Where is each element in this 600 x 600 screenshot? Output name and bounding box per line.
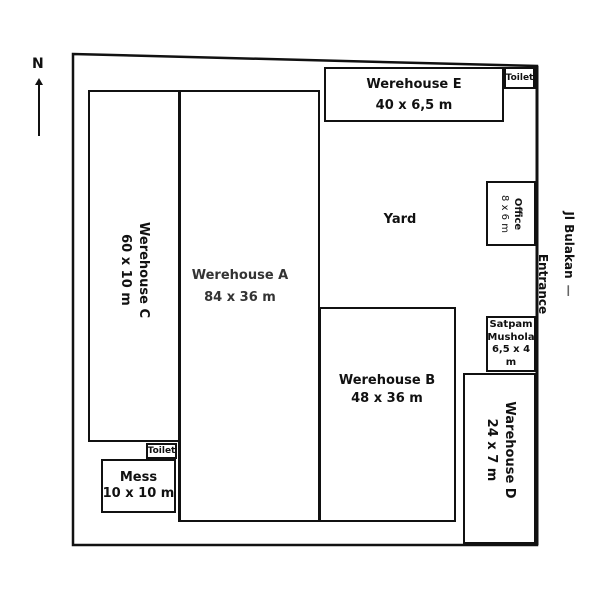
road-arrow-icon: —	[562, 284, 577, 297]
office-label: Office 8 x 6 m	[495, 181, 527, 247]
warehouse-e[interactable]	[324, 67, 504, 122]
road-label: Jl Bulakan —	[560, 209, 578, 299]
warehouse-a-size: 84 x 36 m	[204, 290, 276, 305]
mushola-name: Mushola	[487, 331, 535, 343]
entrance-label: Entrance	[536, 253, 551, 315]
warehouse-d[interactable]	[463, 373, 537, 545]
office-size: 8 x 6 m	[499, 195, 510, 233]
warehouse-c[interactable]	[88, 90, 180, 442]
warehouse-b-name: Werehouse B	[338, 373, 436, 389]
warehouse-b[interactable]	[318, 307, 456, 522]
warehouse-c-name: Werehouse C	[135, 222, 151, 318]
warehouse-c-size: 60 x 10 m	[118, 234, 133, 306]
toilet-bottom-label: Toilet	[147, 445, 176, 456]
warehouse-e-name: Werehouse E	[366, 76, 462, 92]
mess-label: Mess 10 x 10 m	[101, 461, 176, 511]
north-arrow-icon	[35, 78, 43, 136]
office[interactable]	[486, 181, 536, 246]
satpam-name: Satpam	[489, 319, 533, 330]
warehouse-e-label: Werehouse E 40 x 6,5 m	[324, 74, 504, 116]
satpam-mushola[interactable]	[486, 316, 536, 372]
warehouse-e-size: 40 x 6,5 m	[375, 97, 453, 113]
warehouse-d-name: Warehouse D	[501, 401, 517, 499]
warehouse-a[interactable]	[178, 90, 320, 522]
north-indicator: N	[28, 56, 52, 140]
mess[interactable]	[101, 459, 176, 513]
warehouse-a-label: Werehouse A 84 x 36 m	[180, 262, 300, 312]
warehouse-d-label: Warehouse D 24 x 7 m	[478, 390, 522, 510]
warehouse-d-size: 24 x 7 m	[484, 418, 499, 482]
yard-label: Yard	[383, 212, 417, 228]
warehouse-b-label: Werehouse B 48 x 36 m	[320, 370, 454, 410]
satpam-mushola-label: Satpam Mushola 6,5 x 4 m	[486, 318, 536, 370]
north-label: N	[32, 56, 44, 72]
mess-name: Mess	[119, 470, 158, 486]
warehouse-c-label: Werehouse C 60 x 10 m	[114, 180, 154, 360]
toilet-top[interactable]	[503, 67, 536, 89]
office-name: Office	[512, 197, 524, 231]
mess-size: 10 x 10 m	[102, 486, 175, 501]
warehouse-b-size: 48 x 36 m	[351, 391, 423, 406]
road-name: Jl Bulakan	[562, 211, 577, 279]
toilet-top-label: Toilet	[505, 72, 534, 83]
toilet-bottom[interactable]	[146, 443, 177, 459]
satpam-size: 6,5 x 4 m	[491, 344, 531, 368]
warehouse-a-name: Werehouse A	[191, 268, 289, 284]
